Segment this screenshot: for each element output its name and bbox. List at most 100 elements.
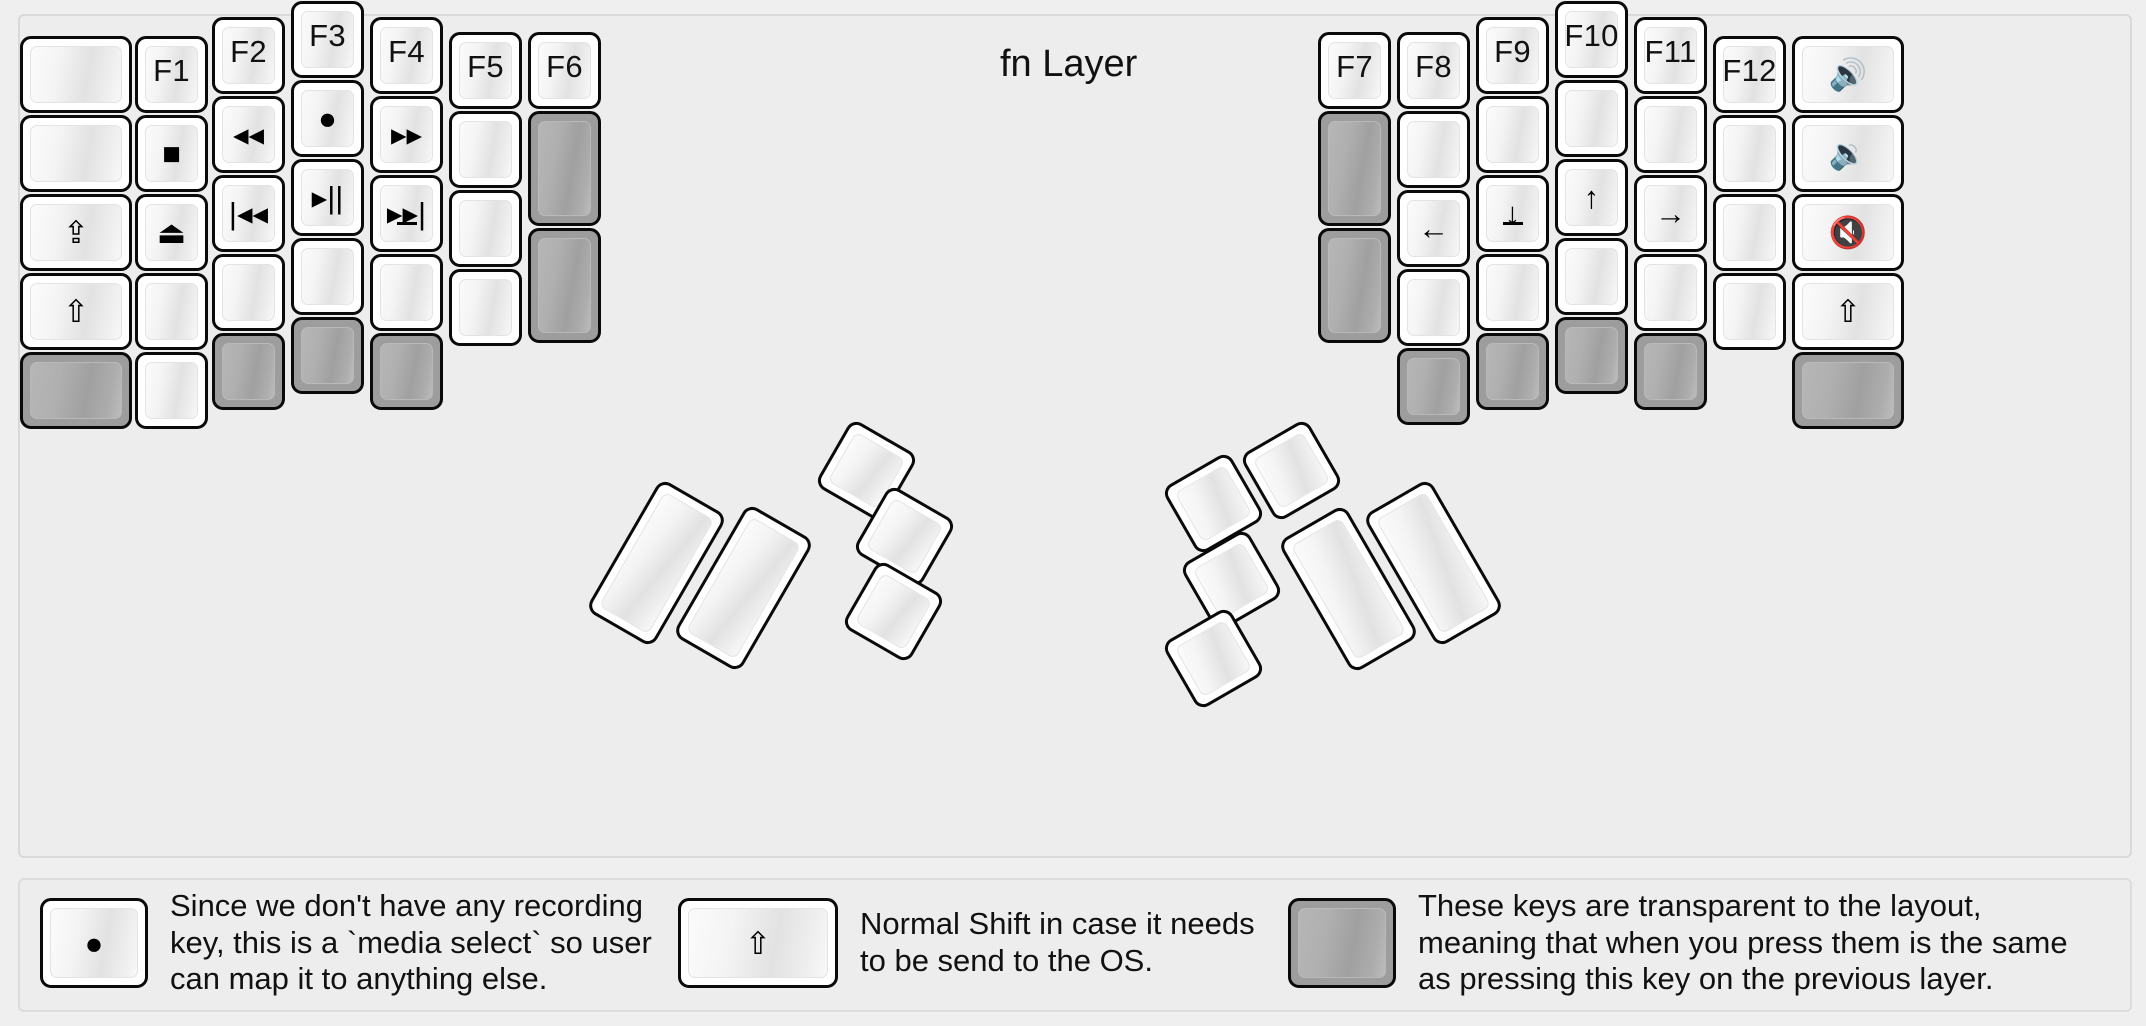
col-inner-key-2[interactable] [449,190,522,267]
col-index-key-2[interactable]: ▸▸| [370,175,443,252]
keycap-surface [301,327,354,384]
col-ring-right-key-0[interactable]: F10 [1555,1,1628,78]
col-index-right-key-0[interactable]: F8 [1397,32,1470,109]
keycap-label: F8 [1415,49,1452,84]
col-innermost-key-1[interactable] [528,111,601,226]
legend-keycap-0: ● [40,898,148,988]
col-middle-right-key-4[interactable] [1476,333,1549,410]
col-pinky-right-key-4[interactable] [1634,333,1707,410]
col-ring-key-1[interactable]: ◂◂ [212,96,285,173]
record-icon: ● [84,925,104,961]
col-pinky-outer-key-1[interactable] [20,115,132,192]
col-index-key-1[interactable]: ▸▸ [370,96,443,173]
keycap-surface [1174,619,1253,698]
keycap-surface: F5 [459,42,512,99]
col-middle-key-3[interactable] [291,238,364,315]
col-pinky-key-1[interactable]: ■ [135,115,208,192]
col-ring-right-key-2[interactable]: ↑ [1555,159,1628,236]
keycap-surface: ⇧ [1802,283,1894,340]
col-inner-key-0[interactable]: F5 [449,32,522,109]
col-pinky-right-key-3[interactable] [1634,254,1707,331]
col-pinky-right-key-0[interactable]: F11 [1634,17,1707,94]
col-ring-key-3[interactable] [212,254,285,331]
col-pinky-outer-right-key-2[interactable] [1713,194,1786,271]
keycap-surface: ← [1407,200,1460,257]
keycap-surface [1192,541,1271,620]
keycap-surface: ■ [145,125,198,182]
col-ring-key-0[interactable]: F2 [212,17,285,94]
legend-item-1: ⇧Normal Shift in case it needs to be sen… [678,878,1255,1008]
col-middle-right-key-2[interactable]: ↓ [1476,175,1549,252]
col-ring-right-key-1[interactable] [1555,80,1628,157]
col-inner-right-key-0[interactable]: F7 [1318,32,1391,109]
col-index-right-key-4[interactable] [1397,348,1470,425]
col-inner-key-3[interactable] [449,269,522,346]
col-pinky-key-4[interactable] [135,352,208,429]
col-pinky-right-key-2[interactable]: → [1634,175,1707,252]
col-far-right-key-0[interactable]: 🔊 [1792,36,1904,113]
col-far-right-key-3[interactable]: ⇧ [1792,273,1904,350]
col-pinky-outer-key-2[interactable]: ⇪ [20,194,132,271]
rewind-icon: ◂◂ [232,117,265,152]
col-pinky-key-3[interactable] [135,273,208,350]
col-ring-key-2[interactable]: |◂◂ [212,175,285,252]
col-middle-key-4[interactable] [291,317,364,394]
arrow-up-icon: ↑ [1583,180,1600,215]
keycap-label: F2 [230,34,267,69]
legend-keycap-2 [1288,898,1396,988]
keycap-surface [1407,358,1460,415]
col-innermost-key-0[interactable]: F6 [528,32,601,109]
legend-sample-key-1: ⇧ [678,898,838,988]
keycap-surface: ▸|| [301,169,354,226]
col-pinky-outer-key-0[interactable] [20,36,132,113]
keycap-surface [1723,204,1776,261]
keycap-surface [1328,121,1381,216]
col-inner-right-key-2[interactable] [1318,228,1391,343]
col-index-key-0[interactable]: F4 [370,17,443,94]
col-inner-right-key-1[interactable] [1318,111,1391,226]
stop-icon: ■ [162,136,181,171]
keycap-label: F4 [388,34,425,69]
col-innermost-key-2[interactable] [528,228,601,343]
keycap-surface [1486,343,1539,400]
col-middle-key-2[interactable]: ▸|| [291,159,364,236]
col-middle-key-0[interactable]: F3 [291,1,364,78]
col-far-right-key-2[interactable]: 🔇 [1792,194,1904,271]
keycap-label: F5 [467,49,504,84]
col-ring-right-key-3[interactable] [1555,238,1628,315]
col-index-right-key-3[interactable] [1397,269,1470,346]
volume-down-icon: 🔉 [1828,136,1868,171]
col-pinky-outer-key-4[interactable] [20,352,132,429]
keycap-surface: F2 [222,27,275,84]
col-index-right-key-2[interactable]: ← [1397,190,1470,267]
col-middle-right-key-3[interactable] [1476,254,1549,331]
col-index-key-3[interactable] [370,254,443,331]
col-pinky-outer-right-key-1[interactable] [1713,115,1786,192]
col-ring-key-4[interactable] [212,333,285,410]
col-middle-key-1[interactable]: ● [291,80,364,157]
col-pinky-key-2[interactable]: ⏏ [135,194,208,271]
col-far-right-key-1[interactable]: 🔉 [1792,115,1904,192]
col-middle-right-key-1[interactable] [1476,96,1549,173]
keycap-surface: 🔉 [1802,125,1894,182]
col-pinky-outer-right-key-3[interactable] [1713,273,1786,350]
volume-mute-icon: 🔇 [1828,215,1868,250]
keycap-surface [222,343,275,400]
col-pinky-outer-right-key-0[interactable]: F12 [1713,36,1786,113]
legend-text-0: Since we don't have any recording key, t… [170,888,652,997]
col-middle-right-key-0[interactable]: F9 [1476,17,1549,94]
keycap-surface: F6 [538,42,591,99]
keycap-hint-mark [1502,222,1523,225]
play-pause-icon: ▸|| [311,180,344,215]
col-ring-right-key-4[interactable] [1555,317,1628,394]
col-pinky-key-0[interactable]: F1 [135,36,208,113]
legend-sample-key-0: ● [40,898,148,988]
col-pinky-right-key-1[interactable] [1634,96,1707,173]
col-index-key-4[interactable] [370,333,443,410]
col-pinky-outer-key-3[interactable]: ⇧ [20,273,132,350]
col-inner-key-1[interactable] [449,111,522,188]
keycap-surface [1298,908,1386,978]
col-index-right-key-1[interactable] [1397,111,1470,188]
col-far-right-key-4[interactable] [1792,352,1904,429]
keycap-surface [1565,90,1618,147]
